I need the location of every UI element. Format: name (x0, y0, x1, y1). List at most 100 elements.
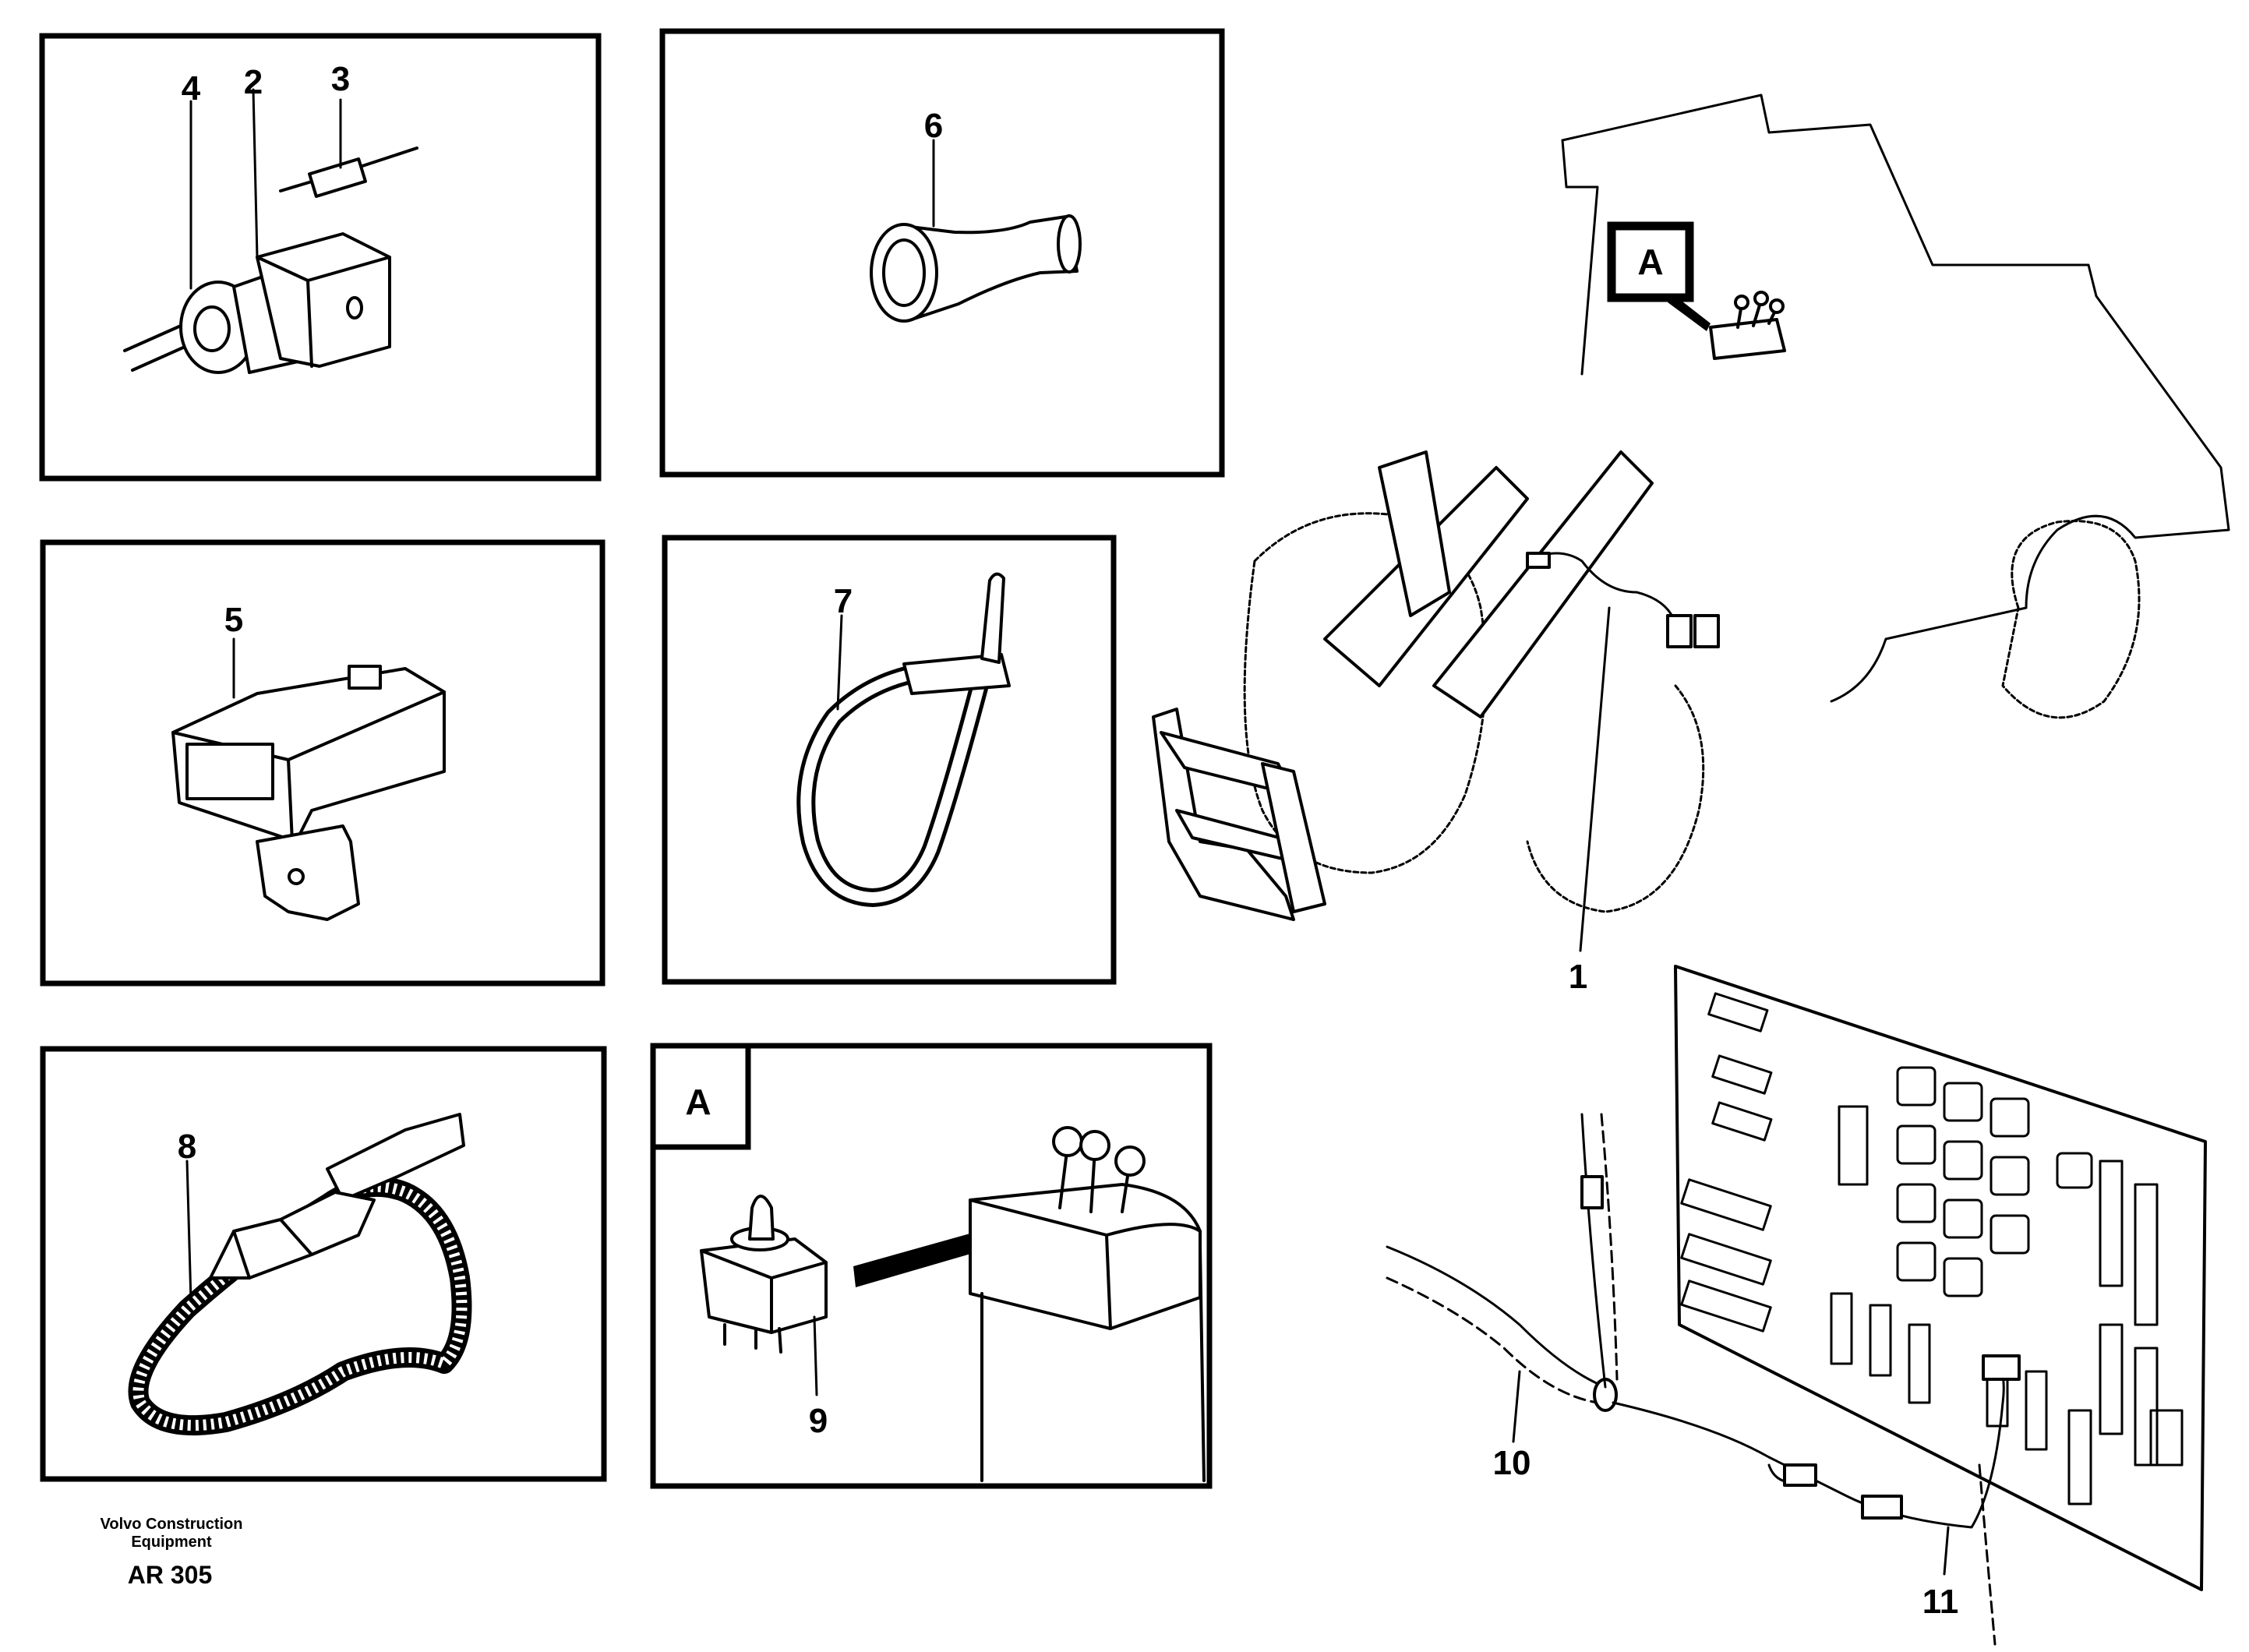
board-strip (2134, 1183, 2159, 1326)
leader-11 (1943, 1526, 1950, 1576)
leader-7 (836, 614, 843, 711)
panel-frame (659, 28, 1225, 478)
callout-11: 11 (1922, 1583, 1959, 1621)
circuit-board-view: 10 11 (1386, 965, 2207, 1646)
board-chip (1908, 1323, 1931, 1404)
tie-band-inner (800, 663, 989, 903)
board-chip (1869, 1304, 1892, 1377)
board-chip (1830, 1292, 1853, 1365)
cab-knob-3 (1769, 298, 1785, 314)
panel-cable-tie: 7 (662, 535, 1117, 985)
board-strip (2099, 1323, 2124, 1435)
lever-knob-1 (1052, 1126, 1083, 1157)
cab-console (1709, 318, 1786, 360)
detail-tag-a: A (685, 1082, 711, 1122)
mounting-bracket (256, 824, 360, 921)
machine-cab-front (1561, 139, 1599, 376)
panel-frame (662, 535, 1117, 985)
board-strip (2134, 1347, 2159, 1467)
board-connector (1711, 1101, 1773, 1142)
callout-9: 9 (809, 1402, 828, 1440)
bracket-hole (288, 868, 305, 885)
board-connector (1711, 1054, 1773, 1095)
connector-shell-edges (171, 690, 446, 843)
cable-connector (1580, 1175, 1604, 1209)
relay (1896, 1066, 1937, 1107)
boot-tip (1057, 214, 1082, 274)
footer-company-line2: Equipment (131, 1534, 212, 1551)
switch-terminals (723, 1323, 782, 1354)
leader-1 (1579, 606, 1611, 952)
console-body (969, 1183, 1202, 1330)
vertical-cable (1580, 1113, 1607, 1389)
callout-8: 8 (178, 1128, 196, 1166)
footer-company-line1: Volvo Construction (101, 1516, 243, 1533)
board-chip (2025, 1370, 2048, 1451)
rear-wheel (2001, 520, 2141, 719)
callout-7: 7 (834, 582, 853, 620)
board-chip (1838, 1105, 1869, 1186)
board-strip (2067, 1409, 2092, 1506)
boot-body (902, 215, 1079, 321)
lever-knob-3 (1114, 1145, 1146, 1177)
connector-screw (346, 296, 363, 319)
switch-lever (748, 1195, 775, 1241)
leader-2 (252, 88, 259, 259)
boom-arm-right (1432, 450, 1654, 718)
connector-opening (185, 743, 274, 800)
panel-connector-diode: 4 2 3 (39, 33, 602, 482)
panel-frame (40, 539, 606, 987)
callout-1: 1 (1569, 958, 1587, 996)
lever-knob-2 (1079, 1130, 1110, 1161)
detail-a-tag-label: A (1637, 242, 1663, 282)
cab-knob-2 (1753, 291, 1769, 306)
detail-a-pointer (1668, 296, 1711, 331)
console-stand (980, 1245, 1206, 1482)
lift-cylinder (1378, 450, 1451, 617)
harness (1526, 552, 1677, 625)
tie-head (902, 653, 1011, 695)
leader-8 (185, 1160, 192, 1303)
mid-wheel (1526, 684, 1705, 913)
callout-2: 2 (244, 63, 263, 101)
connector-housing (256, 232, 391, 368)
callout-10: 10 (1493, 1444, 1531, 1482)
tie-tail (980, 572, 1005, 664)
cab-knob-1 (1734, 295, 1749, 310)
boot-mouth-inner (882, 238, 926, 307)
cable-bundle-10 (1386, 1245, 1607, 1389)
panel-frame (650, 1043, 1213, 1489)
board-connector (1680, 1233, 1772, 1286)
machine-body-outline (1561, 94, 2230, 703)
callout-6: 6 (924, 107, 943, 145)
latch (348, 665, 382, 690)
inline-connector-2 (1861, 1495, 1903, 1520)
board-components (1680, 992, 2184, 1506)
panel-frame (39, 33, 602, 482)
callout-5: 5 (224, 601, 243, 639)
boot-mouth (870, 223, 938, 323)
board-bracket (2149, 1409, 2184, 1467)
panel-frame (40, 1046, 607, 1482)
footer-drawing-code: AR 305 (128, 1561, 213, 1589)
machine-overview: A 1 (1152, 94, 2230, 996)
relay (1896, 1124, 1937, 1165)
footer: Volvo Construction Equipment AR 305 (101, 1516, 243, 1589)
console-edges (969, 1198, 1202, 1330)
panel-detail-a: A 9 (650, 1043, 1213, 1489)
relay (1990, 1156, 2030, 1196)
board-plug (1982, 1354, 2021, 1381)
relay (1943, 1257, 1983, 1297)
switch-edges (700, 1249, 828, 1334)
cable-bundle-10-lower (1386, 1276, 1599, 1404)
diode-body (308, 157, 367, 198)
leader-10 (1512, 1370, 1521, 1443)
relay (1943, 1082, 1983, 1122)
relay (1943, 1198, 1983, 1239)
connector-edges (256, 256, 391, 368)
callout-4: 4 (182, 69, 201, 108)
board-strip (2099, 1160, 2124, 1287)
diode-leads (279, 146, 418, 192)
